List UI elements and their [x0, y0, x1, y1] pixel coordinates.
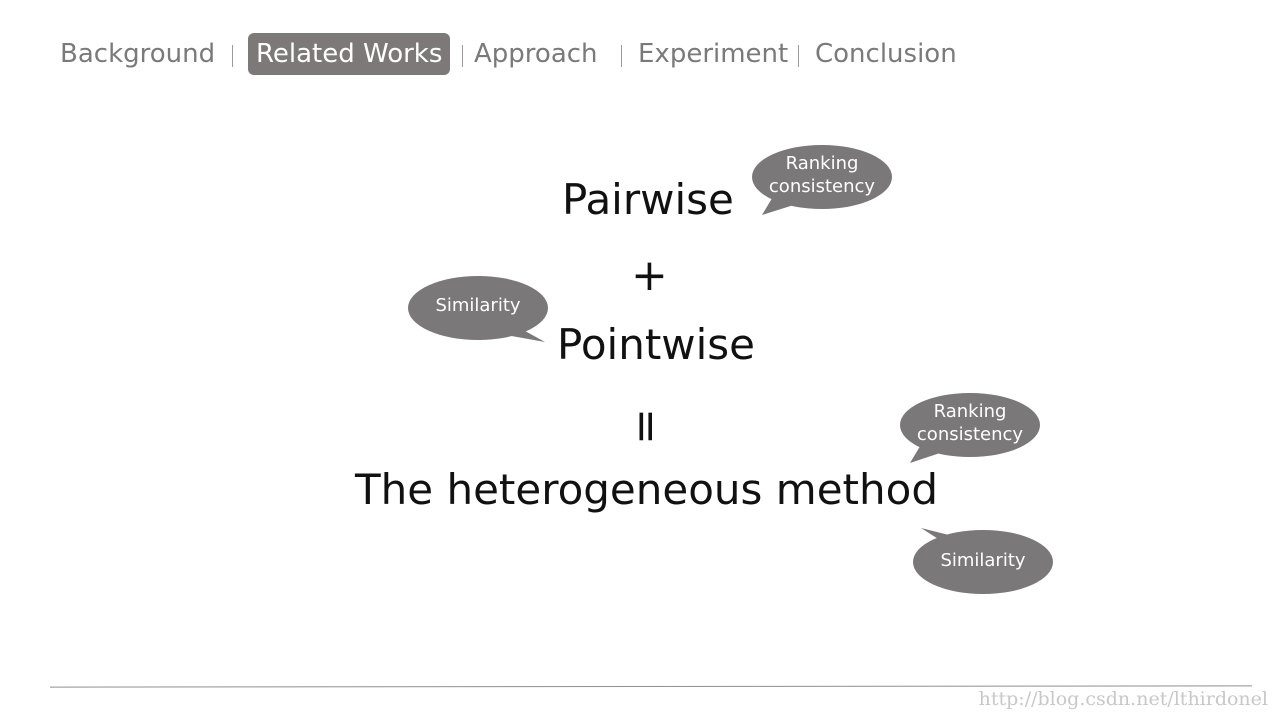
heterogeneous-method-result: The heterogeneous method: [355, 465, 938, 514]
bubble-text-line1: Ranking: [933, 401, 1007, 422]
nav-separator: [232, 45, 233, 67]
plus-sign: +: [631, 250, 668, 301]
speech-bubble-similarity: Similarity: [408, 276, 548, 342]
bubble-text-line2: consistency: [916, 424, 1024, 445]
nav-item-background[interactable]: Background: [60, 39, 216, 69]
speech-bubble-similarity: Similarity: [913, 528, 1053, 594]
speech-bubble-shape: [913, 528, 1053, 594]
pairwise-term: Pairwise: [562, 175, 734, 224]
bubble-text-line1: Ranking: [785, 153, 859, 174]
nav-item-related-works[interactable]: Related Works: [248, 33, 451, 75]
nav-item-experiment[interactable]: Experiment: [638, 39, 789, 69]
bubble-text-line2: consistency: [768, 176, 876, 197]
nav-item-approach[interactable]: Approach: [474, 39, 598, 69]
bubble-text-line1: Similarity: [940, 550, 1026, 571]
speech-bubble-ranking-consistency: Ranking consistency: [900, 393, 1040, 463]
equals-sign: =: [621, 408, 672, 445]
watermark-url: http://blog.csdn.net/lthirdonel: [978, 688, 1268, 710]
speech-bubble-shape: [900, 393, 1040, 463]
nav-separator: [621, 45, 622, 67]
speech-bubble-ranking-consistency: Ranking consistency: [752, 145, 892, 215]
nav-separator: [798, 45, 799, 67]
bubble-text-line1: Similarity: [435, 295, 521, 316]
nav-item-conclusion[interactable]: Conclusion: [815, 39, 957, 69]
speech-bubble-shape: [408, 276, 548, 342]
nav-separator: [462, 45, 463, 67]
speech-bubble-shape: [752, 145, 892, 215]
pointwise-term: Pointwise: [557, 320, 756, 369]
